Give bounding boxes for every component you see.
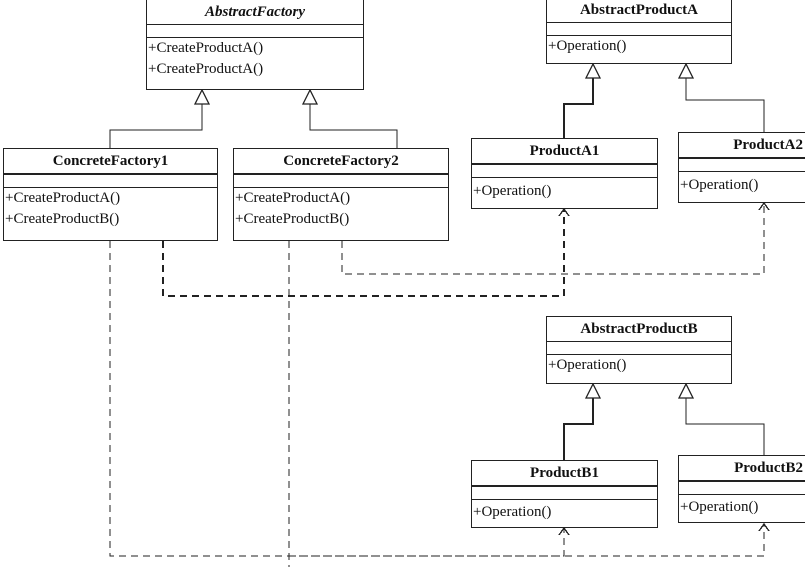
attribute-compartment — [234, 175, 448, 188]
attribute-compartment — [679, 482, 805, 495]
class-name: AbstractFactory — [147, 0, 363, 25]
inherit-arrowhead-apa-left — [584, 62, 602, 79]
operation-compartment: +CreateProductA() +CreateProductA() — [147, 38, 363, 80]
operation: +Operation() — [680, 177, 759, 193]
inherit-arrowhead-af-right — [301, 88, 319, 105]
inherit-arrowhead-apb-right — [677, 382, 695, 399]
operation: +CreateProductA() — [148, 61, 264, 77]
operation: +Operation() — [473, 504, 552, 520]
class-product-a1: ProductA1 +Operation() — [471, 138, 658, 209]
attribute-compartment — [679, 159, 805, 172]
operation: +Operation() — [473, 183, 552, 199]
dep-arrowhead-pb1 — [558, 526, 570, 536]
class-name: ConcreteFactory1 — [4, 149, 217, 175]
attribute-compartment — [547, 342, 731, 355]
dependency-cf1-pa1 — [162, 210, 565, 297]
inherit-line-pa1 — [563, 78, 594, 138]
attribute-compartment — [472, 487, 657, 500]
attribute-compartment — [147, 25, 363, 38]
dependency-to-pb2 — [289, 524, 765, 557]
class-name: ProductA2 — [679, 133, 805, 159]
attribute-compartment — [472, 165, 657, 178]
operation: +Operation() — [548, 38, 627, 54]
inherit-line-pa2 — [685, 78, 765, 132]
operation-compartment: +CreateProductA() +CreateProductB() — [4, 188, 217, 230]
operation-compartment: +Operation() — [679, 172, 805, 196]
operation: +CreateProductA() — [235, 190, 351, 206]
class-name: ProductB1 — [472, 461, 657, 487]
class-name: AbstractProductA — [547, 0, 731, 23]
dep-arrowhead-pa2 — [758, 201, 770, 211]
class-product-a2: ProductA2 +Operation() — [678, 132, 805, 203]
class-name: ConcreteFactory2 — [234, 149, 448, 175]
inherit-arrowhead-apa-right — [677, 62, 695, 79]
inherit-arrowhead-apb-left — [584, 382, 602, 399]
operation: +CreateProductA() — [148, 40, 264, 56]
dependency-cf2-pa2 — [341, 204, 765, 275]
attribute-compartment — [547, 23, 731, 36]
class-name: ProductA1 — [472, 139, 657, 165]
operation: +CreateProductA() — [5, 190, 121, 206]
inherit-line-pb1 — [563, 398, 594, 460]
class-product-b1: ProductB1 +Operation() — [471, 460, 658, 528]
operation-compartment: +Operation() — [472, 178, 657, 202]
class-abstract-product-b: AbstractProductB +Operation() — [546, 316, 732, 384]
operation: +Operation() — [680, 499, 759, 515]
class-name: ProductB2 — [679, 456, 805, 482]
operation-compartment: +Operation() — [472, 500, 657, 523]
inherit-line-cf1 — [109, 104, 203, 148]
inherit-line-cf2 — [309, 104, 398, 148]
operation-compartment: +Operation() — [547, 355, 731, 376]
class-name: AbstractProductB — [547, 317, 731, 342]
class-abstract-product-a: AbstractProductA +Operation() — [546, 0, 732, 64]
operation-compartment: +Operation() — [679, 495, 805, 518]
attribute-compartment — [4, 175, 217, 188]
class-abstract-factory: AbstractFactory +CreateProductA() +Creat… — [146, 0, 364, 90]
dep-arrowhead-pb2 — [758, 522, 770, 532]
dep-arrowhead-pa1 — [558, 207, 570, 217]
inherit-arrowhead-af-left — [193, 88, 211, 105]
operation: +Operation() — [548, 357, 627, 373]
operation: +CreateProductB() — [5, 211, 120, 227]
class-product-b2: ProductB2 +Operation() — [678, 455, 805, 523]
operation: +CreateProductB() — [235, 211, 350, 227]
class-concrete-factory2: ConcreteFactory2 +CreateProductA() +Crea… — [233, 148, 449, 241]
operation-compartment: +Operation() — [547, 36, 731, 57]
class-concrete-factory1: ConcreteFactory1 +CreateProductA() +Crea… — [3, 148, 218, 241]
operation-compartment: +CreateProductA() +CreateProductB() — [234, 188, 448, 230]
inherit-line-pb2 — [685, 398, 765, 455]
